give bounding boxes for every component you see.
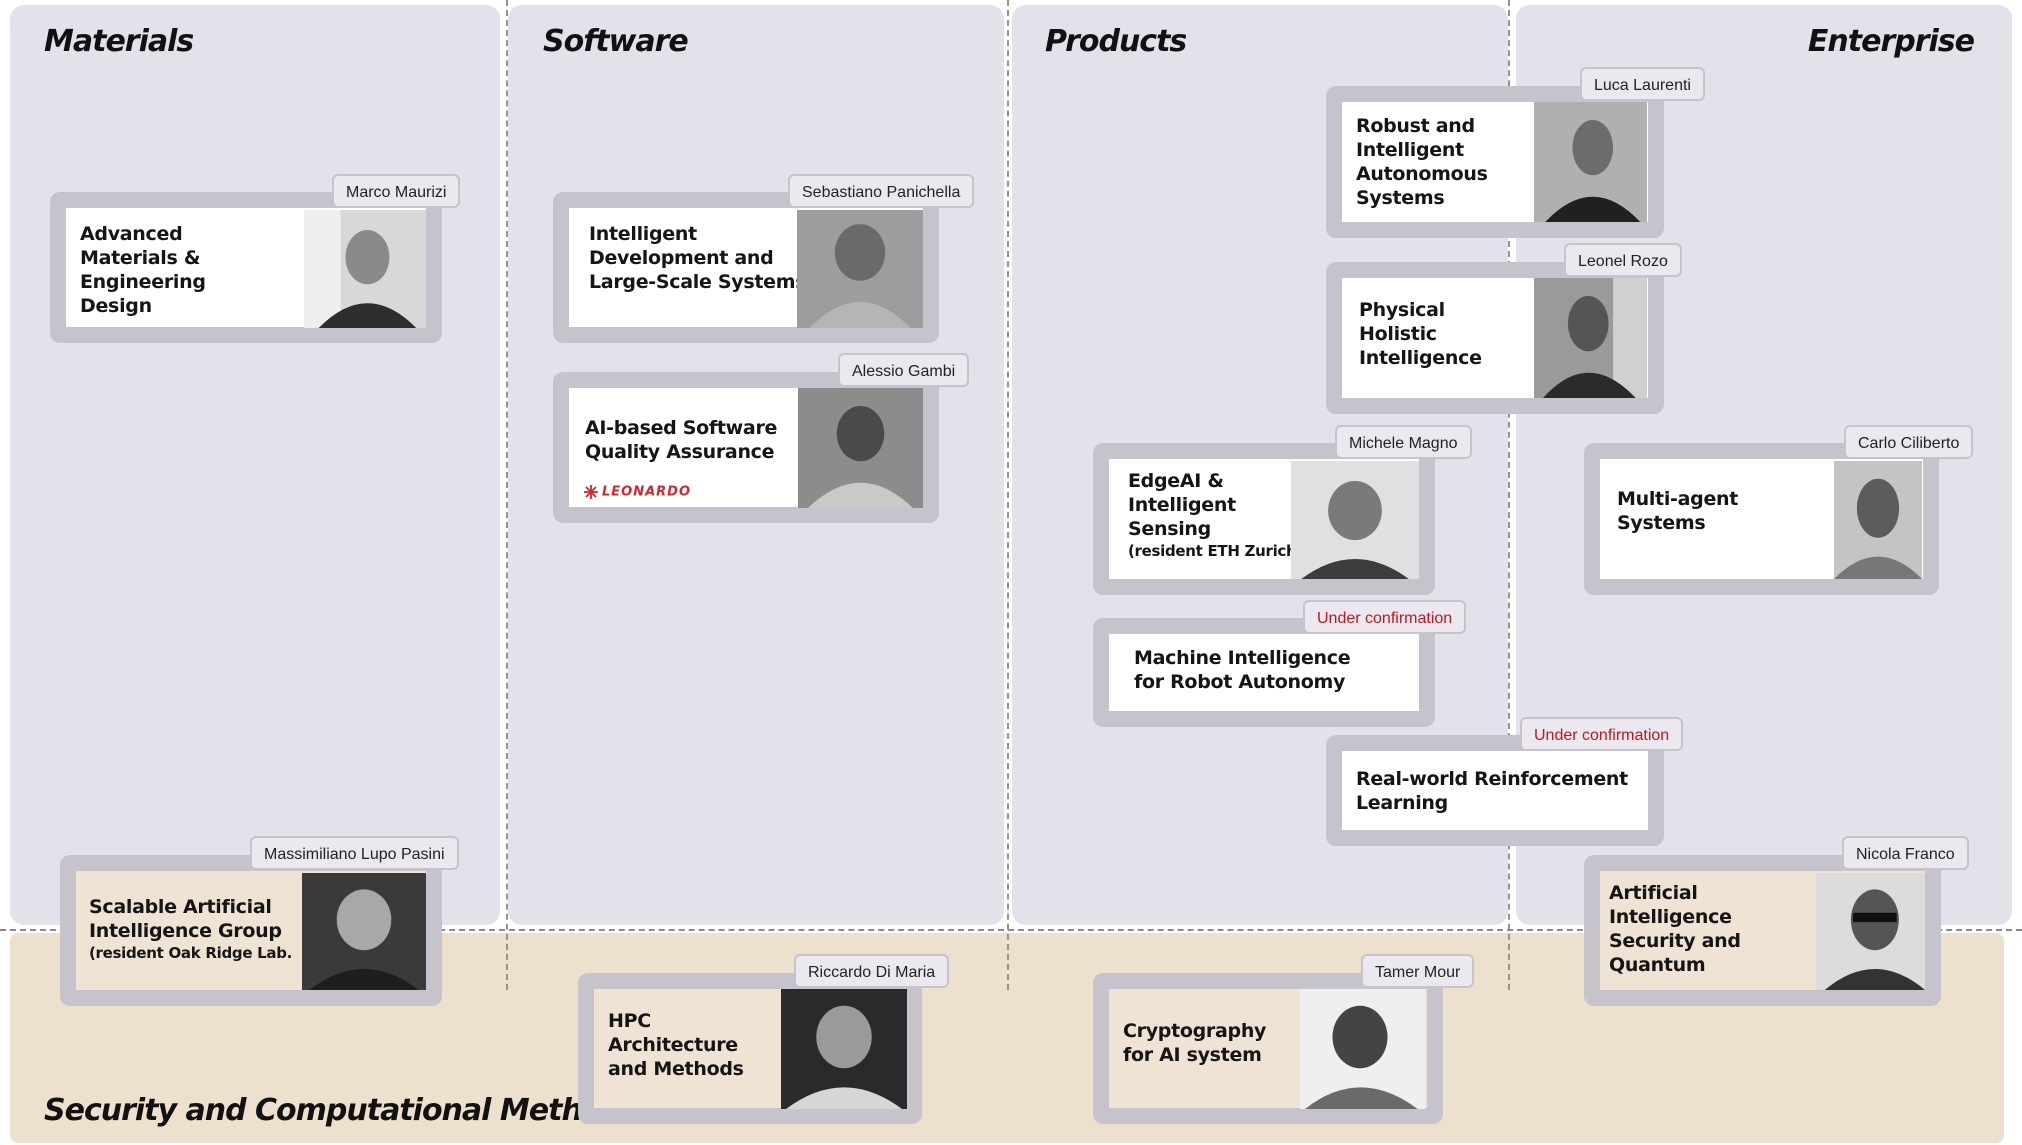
card-title: Advanced Materials & Engineering Design — [80, 223, 206, 317]
person-tag: Riccardo Di Maria — [794, 954, 950, 988]
card-edge-ai[interactable]: EdgeAI & Intelligent Sensing (resident ET… — [1093, 443, 1435, 595]
portrait-photo — [781, 989, 907, 1109]
card-robust-autonomous[interactable]: Robust and Intelligent Autonomous System… — [1326, 86, 1664, 238]
card-real-world-rl[interactable]: Real-world Reinforcement Learning — [1326, 735, 1664, 846]
logo-text: LEONARDO — [602, 484, 692, 500]
person-tag: Massimiliano Lupo Pasini — [250, 836, 459, 870]
card-intelligent-development[interactable]: Intelligent Development and Large-Scale … — [553, 192, 939, 343]
portrait-photo — [1816, 873, 1925, 990]
card-cryptography[interactable]: Cryptography for AI system — [1093, 973, 1443, 1124]
card-machine-intelligence[interactable]: Machine Intelligence for Robot Autonomy — [1093, 618, 1435, 727]
card-title: HPC Architecture and Methods — [608, 1010, 744, 1080]
portrait-photo — [1534, 102, 1647, 222]
person-tag: Tamer Mour — [1361, 954, 1475, 988]
enterprise-title: Enterprise — [1807, 24, 1975, 59]
card-hpc[interactable]: HPC Architecture and Methods — [578, 973, 922, 1124]
person-tag: Luca Laurenti — [1580, 67, 1705, 101]
products-title: Products — [1045, 24, 1187, 59]
card-title: Robust and Intelligent Autonomous System… — [1356, 115, 1488, 209]
card-title: Real-world Reinforcement Learning — [1356, 768, 1628, 814]
person-tag: Michele Magno — [1335, 425, 1472, 459]
person-tag: Carlo Ciliberto — [1844, 425, 1974, 459]
vertical-divider-1 — [506, 0, 508, 990]
card-ai-software-qa[interactable]: AI-based Software Quality Assurance LEON… — [553, 372, 939, 523]
card-title-text: EdgeAI & Intelligent Sensing — [1128, 470, 1236, 540]
materials-column — [10, 5, 500, 925]
status-tag: Under confirmation — [1520, 717, 1684, 751]
card-title: Multi-agent Systems — [1617, 488, 1739, 534]
status-tag: Under confirmation — [1303, 600, 1467, 634]
card-multi-agent[interactable]: Multi-agent Systems — [1584, 443, 1939, 595]
card-body — [1342, 751, 1648, 830]
card-title-text: Scalable Artificial Intelligence Group — [89, 896, 282, 942]
materials-title: Materials — [44, 24, 194, 59]
vertical-divider-3 — [1508, 0, 1510, 990]
card-advanced-materials[interactable]: Advanced Materials & Engineering Design — [50, 192, 442, 343]
card-title: Machine Intelligence for Robot Autonomy — [1134, 647, 1351, 693]
card-title: Physical Holistic Intelligence — [1359, 299, 1482, 369]
card-subtitle: (resident Oak Ridge Lab. — [89, 944, 293, 962]
card-ai-security-quantum[interactable]: Artificial Intelligence Security and Qua… — [1584, 855, 1941, 1006]
software-title: Software — [543, 24, 689, 59]
card-title: Artificial Intelligence Security and Qua… — [1609, 882, 1741, 976]
portrait-photo — [1300, 989, 1425, 1109]
card-physical-holistic[interactable]: Physical Holistic Intelligence — [1326, 262, 1664, 414]
card-scalable-ai[interactable]: Scalable Artificial Intelligence Group (r… — [60, 855, 442, 1006]
card-body — [1109, 634, 1419, 711]
card-title: Scalable Artificial Intelligence Group (r… — [89, 895, 292, 963]
person-tag: Marco Maurizi — [332, 174, 461, 208]
person-tag: Nicola Franco — [1842, 836, 1969, 870]
portrait-photo — [304, 210, 426, 328]
leonardo-logo: LEONARDO — [583, 484, 691, 500]
card-title: EdgeAI & Intelligent Sensing (resident ET… — [1128, 469, 1303, 561]
card-title: Intelligent Development and Large-Scale … — [589, 223, 807, 293]
card-title: AI-based Software Quality Assurance — [585, 417, 778, 463]
portrait-photo — [798, 388, 923, 508]
person-tag: Leonel Rozo — [1564, 243, 1682, 277]
portrait-photo — [1291, 461, 1419, 579]
portrait-photo — [1834, 461, 1922, 579]
card-title: Cryptography for AI system — [1123, 1020, 1267, 1066]
portrait-photo — [1534, 278, 1647, 398]
card-subtitle: (resident ETH Zurich) — [1128, 542, 1303, 560]
vertical-divider-2 — [1007, 0, 1009, 990]
horizontal-divider — [0, 929, 2022, 931]
security-title: Security and Computational Methods — [44, 1093, 640, 1128]
portrait-photo — [797, 210, 923, 328]
person-tag: Alessio Gambi — [838, 353, 970, 387]
person-tag: Sebastiano Panichella — [788, 174, 975, 208]
portrait-photo — [302, 873, 426, 990]
